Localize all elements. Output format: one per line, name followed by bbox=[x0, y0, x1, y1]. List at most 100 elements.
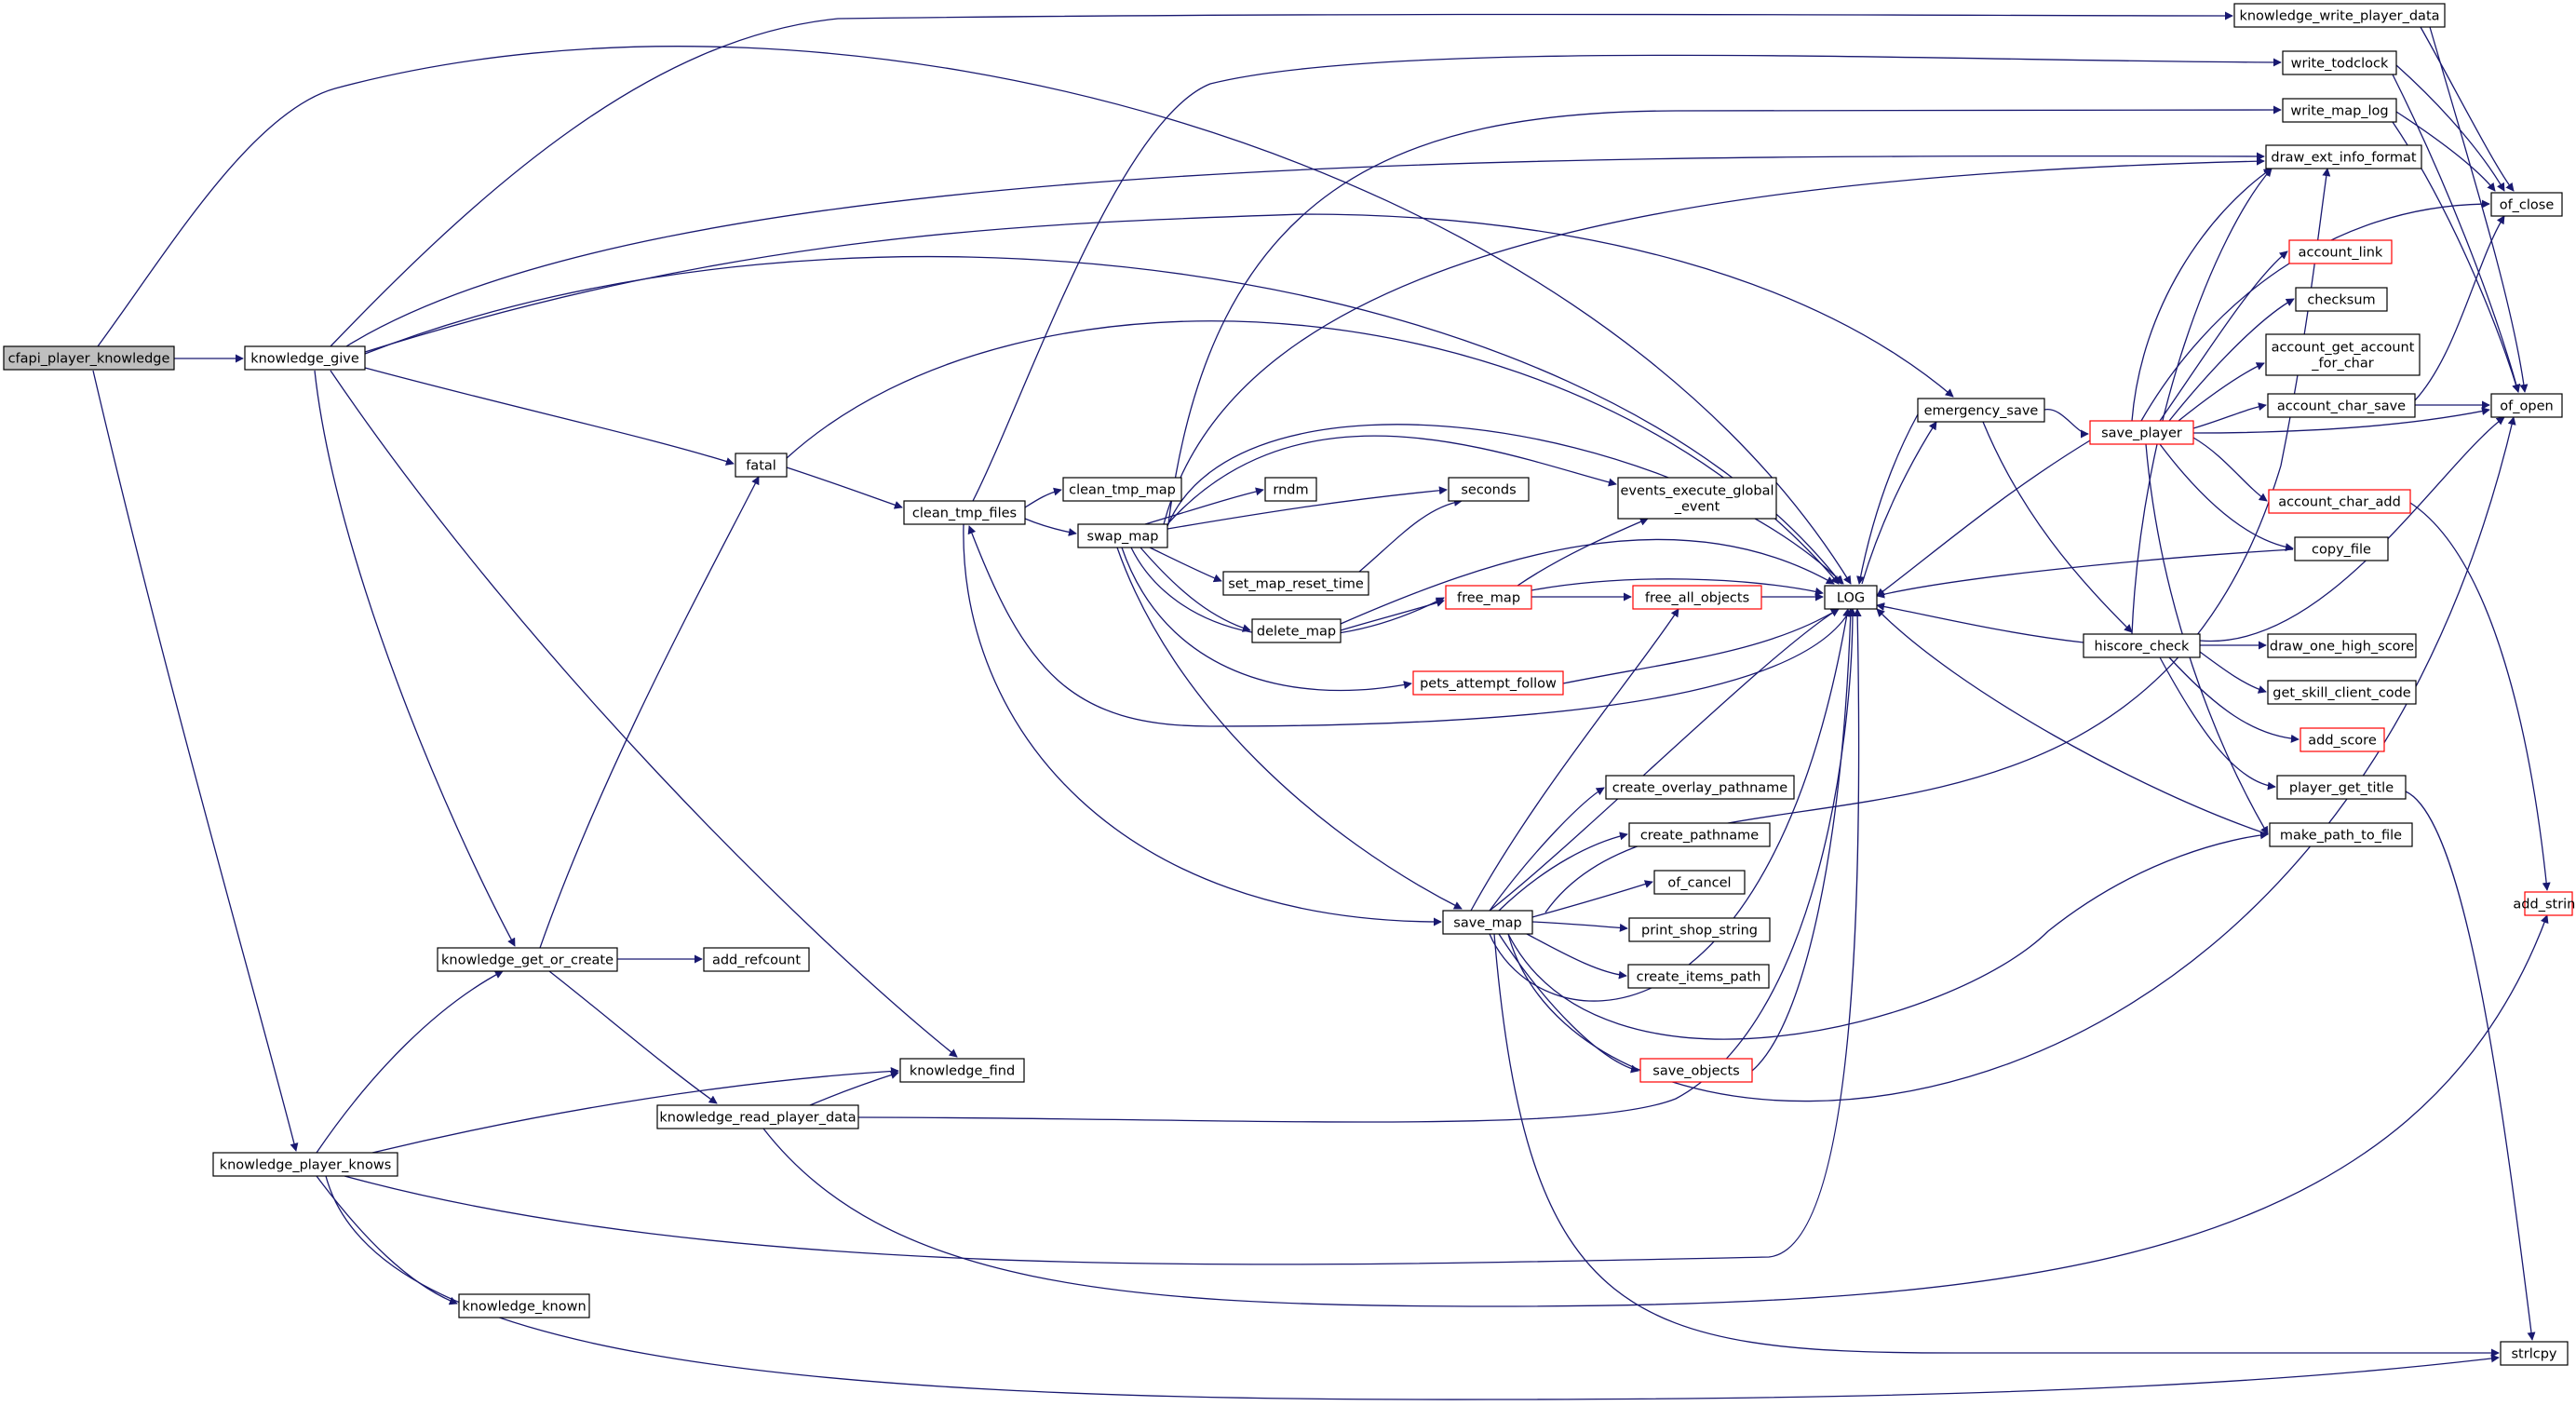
node-box bbox=[1442, 910, 1533, 935]
node-label: add_score bbox=[2308, 734, 2377, 749]
node-hiscore-check[interactable]: hiscore_check bbox=[2083, 633, 2201, 658]
node-label: knowledge_player_knows bbox=[220, 1158, 392, 1173]
node-of-close[interactable]: of_close bbox=[2490, 192, 2563, 217]
node-box bbox=[2524, 891, 2573, 916]
node-rndm[interactable]: rndm bbox=[1264, 477, 1317, 502]
node-free-map[interactable]: free_map bbox=[1445, 585, 1532, 610]
edge-save_map-to-of_cancel bbox=[1531, 880, 1653, 918]
node-strlcpy[interactable]: strlcpy bbox=[2500, 1341, 2569, 1366]
node-label: print_shop_string bbox=[1641, 924, 1758, 939]
node-pets-attempt-follow[interactable]: pets_attempt_follow bbox=[1412, 670, 1564, 696]
node-label: set_map_reset_time bbox=[1228, 577, 1364, 592]
node-of-open[interactable]: of_open bbox=[2490, 393, 2563, 418]
edge-pets_attempt_follow-to-LOG bbox=[1562, 608, 1840, 684]
node-clean-tmp-map[interactable]: clean_tmp_map bbox=[1062, 477, 1182, 502]
node-account-char-save[interactable]: account_char_save bbox=[2267, 393, 2416, 418]
node-seconds[interactable]: seconds bbox=[1448, 477, 1530, 502]
node-account-get-account-for-char[interactable]: account_get_account_for_char bbox=[2265, 333, 2421, 376]
node-get-skill-client-code[interactable]: get_skill_client_code bbox=[2267, 680, 2417, 705]
edge-knowledge_player_knows-to-knowledge_get_or_create bbox=[316, 970, 504, 1154]
node-save-map[interactable]: save_map bbox=[1442, 910, 1533, 935]
node-knowledge-find[interactable]: knowledge_find bbox=[899, 1058, 1025, 1083]
node-box bbox=[735, 453, 788, 478]
node-clean-tmp-files[interactable]: clean_tmp_files bbox=[903, 500, 1026, 525]
node-create-overlay-pathname[interactable]: create_overlay_pathname bbox=[1605, 775, 1795, 800]
node-label: knowledge_give bbox=[250, 352, 359, 367]
node-label: make_path_to_file bbox=[2280, 829, 2402, 844]
node-create-items-path[interactable]: create_items_path bbox=[1627, 964, 1770, 989]
node-label: knowledge_write_player_data bbox=[2239, 9, 2439, 24]
node-knowledge-player-knows[interactable]: knowledge_player_knows bbox=[212, 1152, 398, 1177]
edge-emergency_save-to-LOG bbox=[1856, 413, 1919, 585]
node-save-player[interactable]: save_player bbox=[2089, 420, 2194, 445]
node-label: create_items_path bbox=[1637, 970, 1761, 985]
node-account-char-add[interactable]: account_char_add bbox=[2268, 489, 2411, 514]
edge-swap_map-to-set_map_reset_time bbox=[1149, 547, 1222, 583]
edge-save_player-to-of_open bbox=[2192, 407, 2490, 434]
edge-cfapi_player_knowledge-to-knowledge_player_knows bbox=[92, 370, 299, 1152]
edge-knowledge_player_knows-to-LOG bbox=[344, 608, 1862, 1265]
edge-copy_file-to-LOG bbox=[1876, 548, 2294, 599]
node-box bbox=[2265, 333, 2421, 376]
node-LOG[interactable]: LOG bbox=[1824, 585, 1878, 610]
node-label: free_all_objects bbox=[1645, 591, 1749, 606]
node-box bbox=[1617, 477, 1777, 520]
node-label: save_player bbox=[2101, 426, 2182, 441]
edge-save_player-to-draw_ext_info_format bbox=[2131, 168, 2273, 422]
edge-knowledge_player_knows-to-knowledge_known bbox=[316, 1175, 458, 1305]
node-draw-ext-info-format[interactable]: draw_ext_info_format bbox=[2265, 144, 2422, 169]
edge-save_map-to-draw_ext_info_format bbox=[1544, 168, 2331, 913]
node-swap-map[interactable]: swap_map bbox=[1077, 523, 1168, 548]
node-box bbox=[656, 1104, 859, 1129]
node-print-shop-string[interactable]: print_shop_string bbox=[1628, 917, 1771, 942]
node-draw-one-high-score[interactable]: draw_one_high_score bbox=[2267, 633, 2417, 658]
node-knowledge-read-player-data[interactable]: knowledge_read_player_data bbox=[656, 1104, 859, 1129]
node-add-score[interactable]: add_score bbox=[2300, 727, 2385, 752]
node-box bbox=[2300, 727, 2385, 752]
edge-swap_map-to-seconds bbox=[1167, 486, 1448, 530]
edge-clean_tmp_files-to-write_todclock bbox=[972, 54, 2282, 502]
edge-knowledge_read_player_data-to-knowledge_find bbox=[809, 1071, 899, 1106]
node-free-all-objects[interactable]: free_all_objects bbox=[1632, 585, 1762, 610]
edge-hiscore_check-to-LOG bbox=[1876, 602, 2084, 643]
node-label: rndm bbox=[1273, 483, 1308, 498]
node-knowledge-give[interactable]: knowledge_give bbox=[244, 345, 366, 371]
node-box bbox=[244, 345, 366, 371]
node-copy-file[interactable]: copy_file bbox=[2294, 536, 2389, 561]
node-box bbox=[2233, 3, 2446, 28]
node-add-string[interactable]: add_string bbox=[2513, 891, 2576, 916]
node-knowledge-get-or-create[interactable]: knowledge_get_or_create bbox=[437, 947, 618, 972]
node-knowledge-write-player-data[interactable]: knowledge_write_player_data bbox=[2233, 3, 2446, 28]
node-delete-map[interactable]: delete_map bbox=[1251, 618, 1342, 643]
node-label: account_get_account_for_char bbox=[2272, 341, 2415, 372]
node-box bbox=[1062, 477, 1182, 502]
edge-player_get_title-to-strlcpy bbox=[2405, 791, 2536, 1341]
edge-account_char_add-to-add_string bbox=[2409, 502, 2551, 891]
node-box bbox=[2269, 822, 2413, 847]
node-create-pathname[interactable]: create_pathname bbox=[1628, 822, 1771, 847]
node-add-refcount[interactable]: add_refcount bbox=[703, 947, 810, 972]
node-events-execute-global-event[interactable]: events_execute_global_event bbox=[1617, 477, 1777, 520]
node-fatal[interactable]: fatal bbox=[735, 453, 788, 478]
node-of-cancel[interactable]: of_cancel bbox=[1653, 870, 1746, 895]
node-save-objects[interactable]: save_objects bbox=[1639, 1058, 1753, 1083]
node-cfapi-player-knowledge[interactable]: cfapi_player_knowledge bbox=[3, 345, 175, 371]
node-write-map-log[interactable]: write_map_log bbox=[2282, 98, 2397, 123]
node-set-map-reset-time[interactable]: set_map_reset_time bbox=[1222, 571, 1369, 596]
node-checksum[interactable]: checksum bbox=[2295, 287, 2388, 312]
node-make-path-to-file[interactable]: make_path_to_file bbox=[2269, 822, 2413, 847]
node-emergency-save[interactable]: emergency_save bbox=[1917, 398, 2045, 423]
node-label: knowledge_find bbox=[910, 1064, 1015, 1079]
node-box bbox=[1639, 1058, 1753, 1083]
node-player-get-title[interactable]: player_get_title bbox=[2276, 775, 2407, 800]
node-write-todclock[interactable]: write_todclock bbox=[2282, 50, 2397, 75]
node-label: events_execute_global_event bbox=[1620, 484, 1774, 515]
edge-save_player-to-LOG bbox=[1876, 437, 2096, 597]
node-account-link[interactable]: account_link bbox=[2288, 239, 2393, 264]
node-box bbox=[2295, 287, 2388, 312]
node-box bbox=[903, 500, 1026, 525]
node-knowledge-known[interactable]: knowledge_known bbox=[458, 1293, 590, 1318]
node-label: fatal bbox=[746, 459, 776, 474]
edge-save_player-to-copy_file bbox=[2159, 443, 2294, 552]
